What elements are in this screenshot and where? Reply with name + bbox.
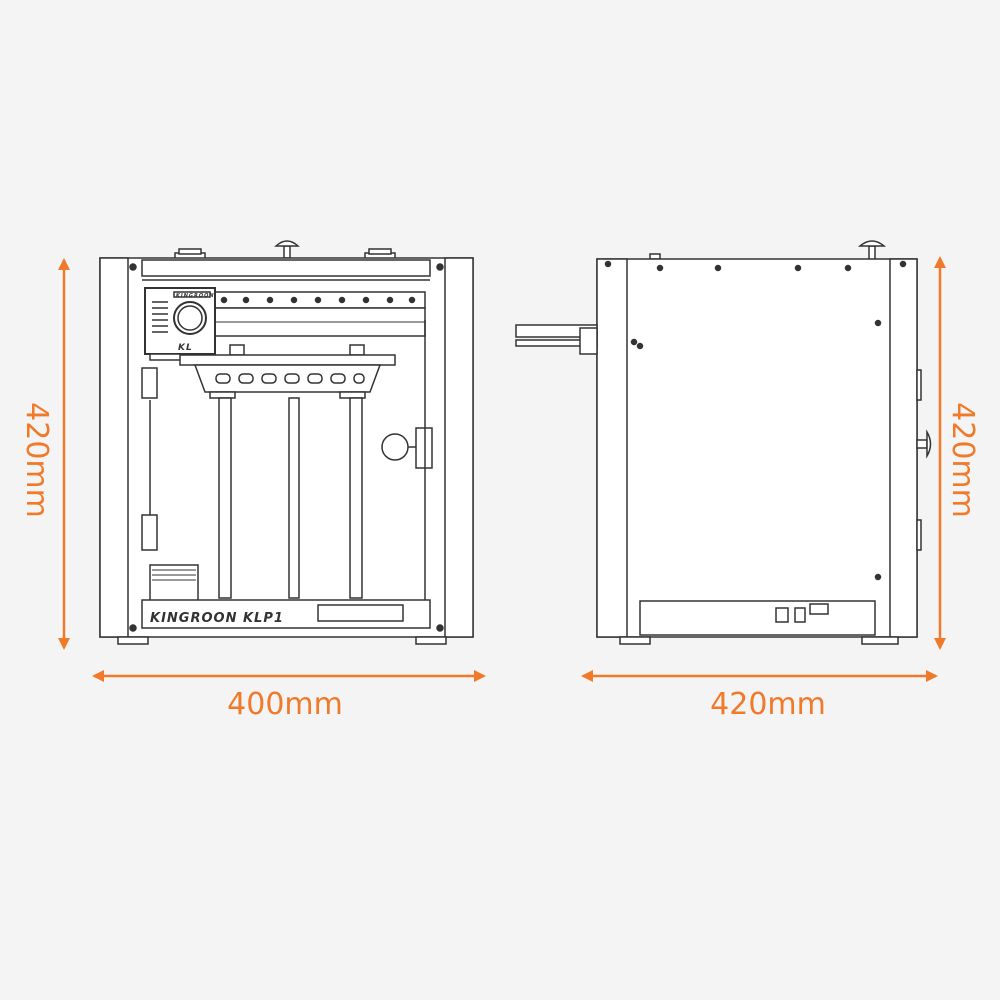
- front-width-label: 400mm: [227, 687, 343, 722]
- spool-holder: [381, 320, 433, 600]
- bed-carriage: [179, 344, 396, 399]
- z-motor: [149, 564, 199, 604]
- x-gantry: [207, 291, 426, 337]
- side-height-label: 420mm: [945, 402, 980, 518]
- z-rods: [218, 397, 363, 599]
- hotend-brand-text: KINGROON: [176, 293, 215, 299]
- top-beam: [141, 259, 431, 277]
- print-head: [144, 287, 216, 361]
- front-view: [99, 240, 474, 645]
- hotend-logo-text: KL: [178, 343, 193, 353]
- spool-rod: [515, 324, 598, 355]
- side-depth-label: 420mm: [710, 687, 826, 722]
- side-knob: [916, 429, 932, 459]
- spool-knob-top: [274, 240, 300, 259]
- front-height-label: 420mm: [19, 402, 54, 518]
- front-display: [317, 604, 404, 622]
- right-pillar: [444, 257, 474, 638]
- front-brand-text: KINGROON KLP1: [150, 611, 284, 626]
- side-view: [515, 240, 932, 645]
- dimension-arrows: [58, 256, 946, 682]
- side-frame: [596, 258, 918, 638]
- side-base-panel: [639, 600, 876, 636]
- side-top-knob: [857, 240, 887, 261]
- left-pillar: [99, 257, 129, 638]
- side-rear-pillar: [596, 258, 628, 638]
- side-front-pillar: [889, 258, 918, 638]
